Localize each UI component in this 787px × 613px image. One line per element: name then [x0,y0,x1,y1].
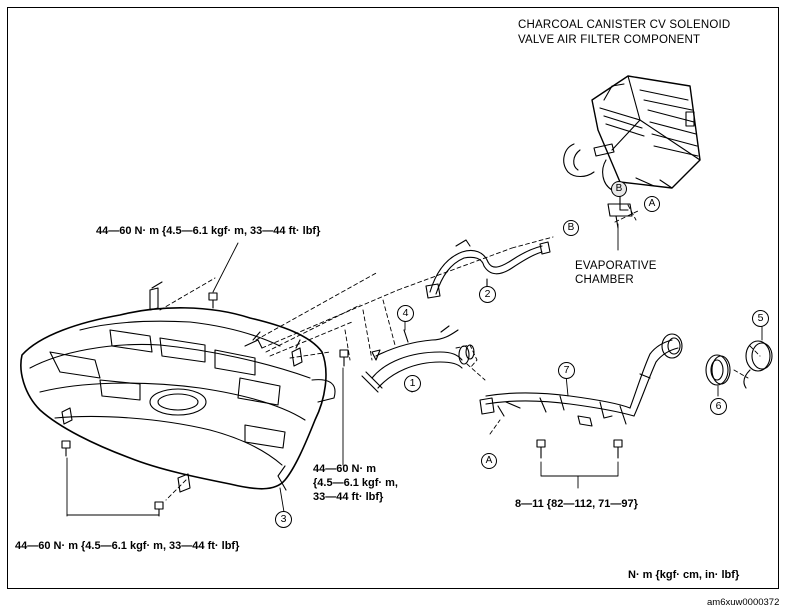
callout-5: 5 [752,310,769,327]
callout-3: 3 [275,511,292,528]
callout-7: 7 [558,362,575,379]
callout-1: 1 [404,375,421,392]
part-4-vent-hose [371,325,459,361]
charcoal-canister [563,75,701,229]
callout-6: 6 [710,398,727,415]
filler-pipe-bolts [536,439,623,459]
ref-b-canister: B [611,181,627,197]
callout-4: 4 [397,305,414,322]
evap-chamber-label-line1: EVAPORATIVE [575,260,657,272]
diagram-frame [7,7,779,589]
torque-label-top-left: 44—60 N· m {4.5—6.1 kgf· m, 33—44 ft· lb… [96,225,321,237]
torque-label-bottom-left: 44—60 N· m {4.5—6.1 kgf· m, 33—44 ft· lb… [15,540,240,552]
ref-a-canister: A [644,196,660,212]
ref-b-hose: B [563,220,579,236]
canister-title-line2: VALVE AIR FILTER COMPONENT [518,34,701,46]
part-2-evap-hose [425,239,551,299]
callout-2: 2 [479,286,496,303]
torque-label-middle-line1: 44—60 N· m [313,463,376,475]
units-legend: N· m {kgf· cm, in· lbf} [628,569,740,581]
canister-title-line1: CHARCOAL CANISTER CV SOLENOID [518,19,731,31]
fuel-tank [20,281,336,493]
figure-code: am6xuw0000372 [707,597,780,608]
torque-label-middle-line2: {4.5—6.1 kgf· m, [313,477,398,489]
torque-label-middle-line3: 33—44 ft· lbf} [313,491,384,503]
part-5-fuel-cap [743,340,773,389]
torque-label-bottom-right: 8—11 {82—112, 71—97} [515,498,638,510]
part-7-filler-pipe [479,333,683,427]
part-6-gasket [705,354,731,386]
ref-a-pipe: A [481,453,497,469]
evap-chamber-label-line2: CHAMBER [575,274,634,286]
